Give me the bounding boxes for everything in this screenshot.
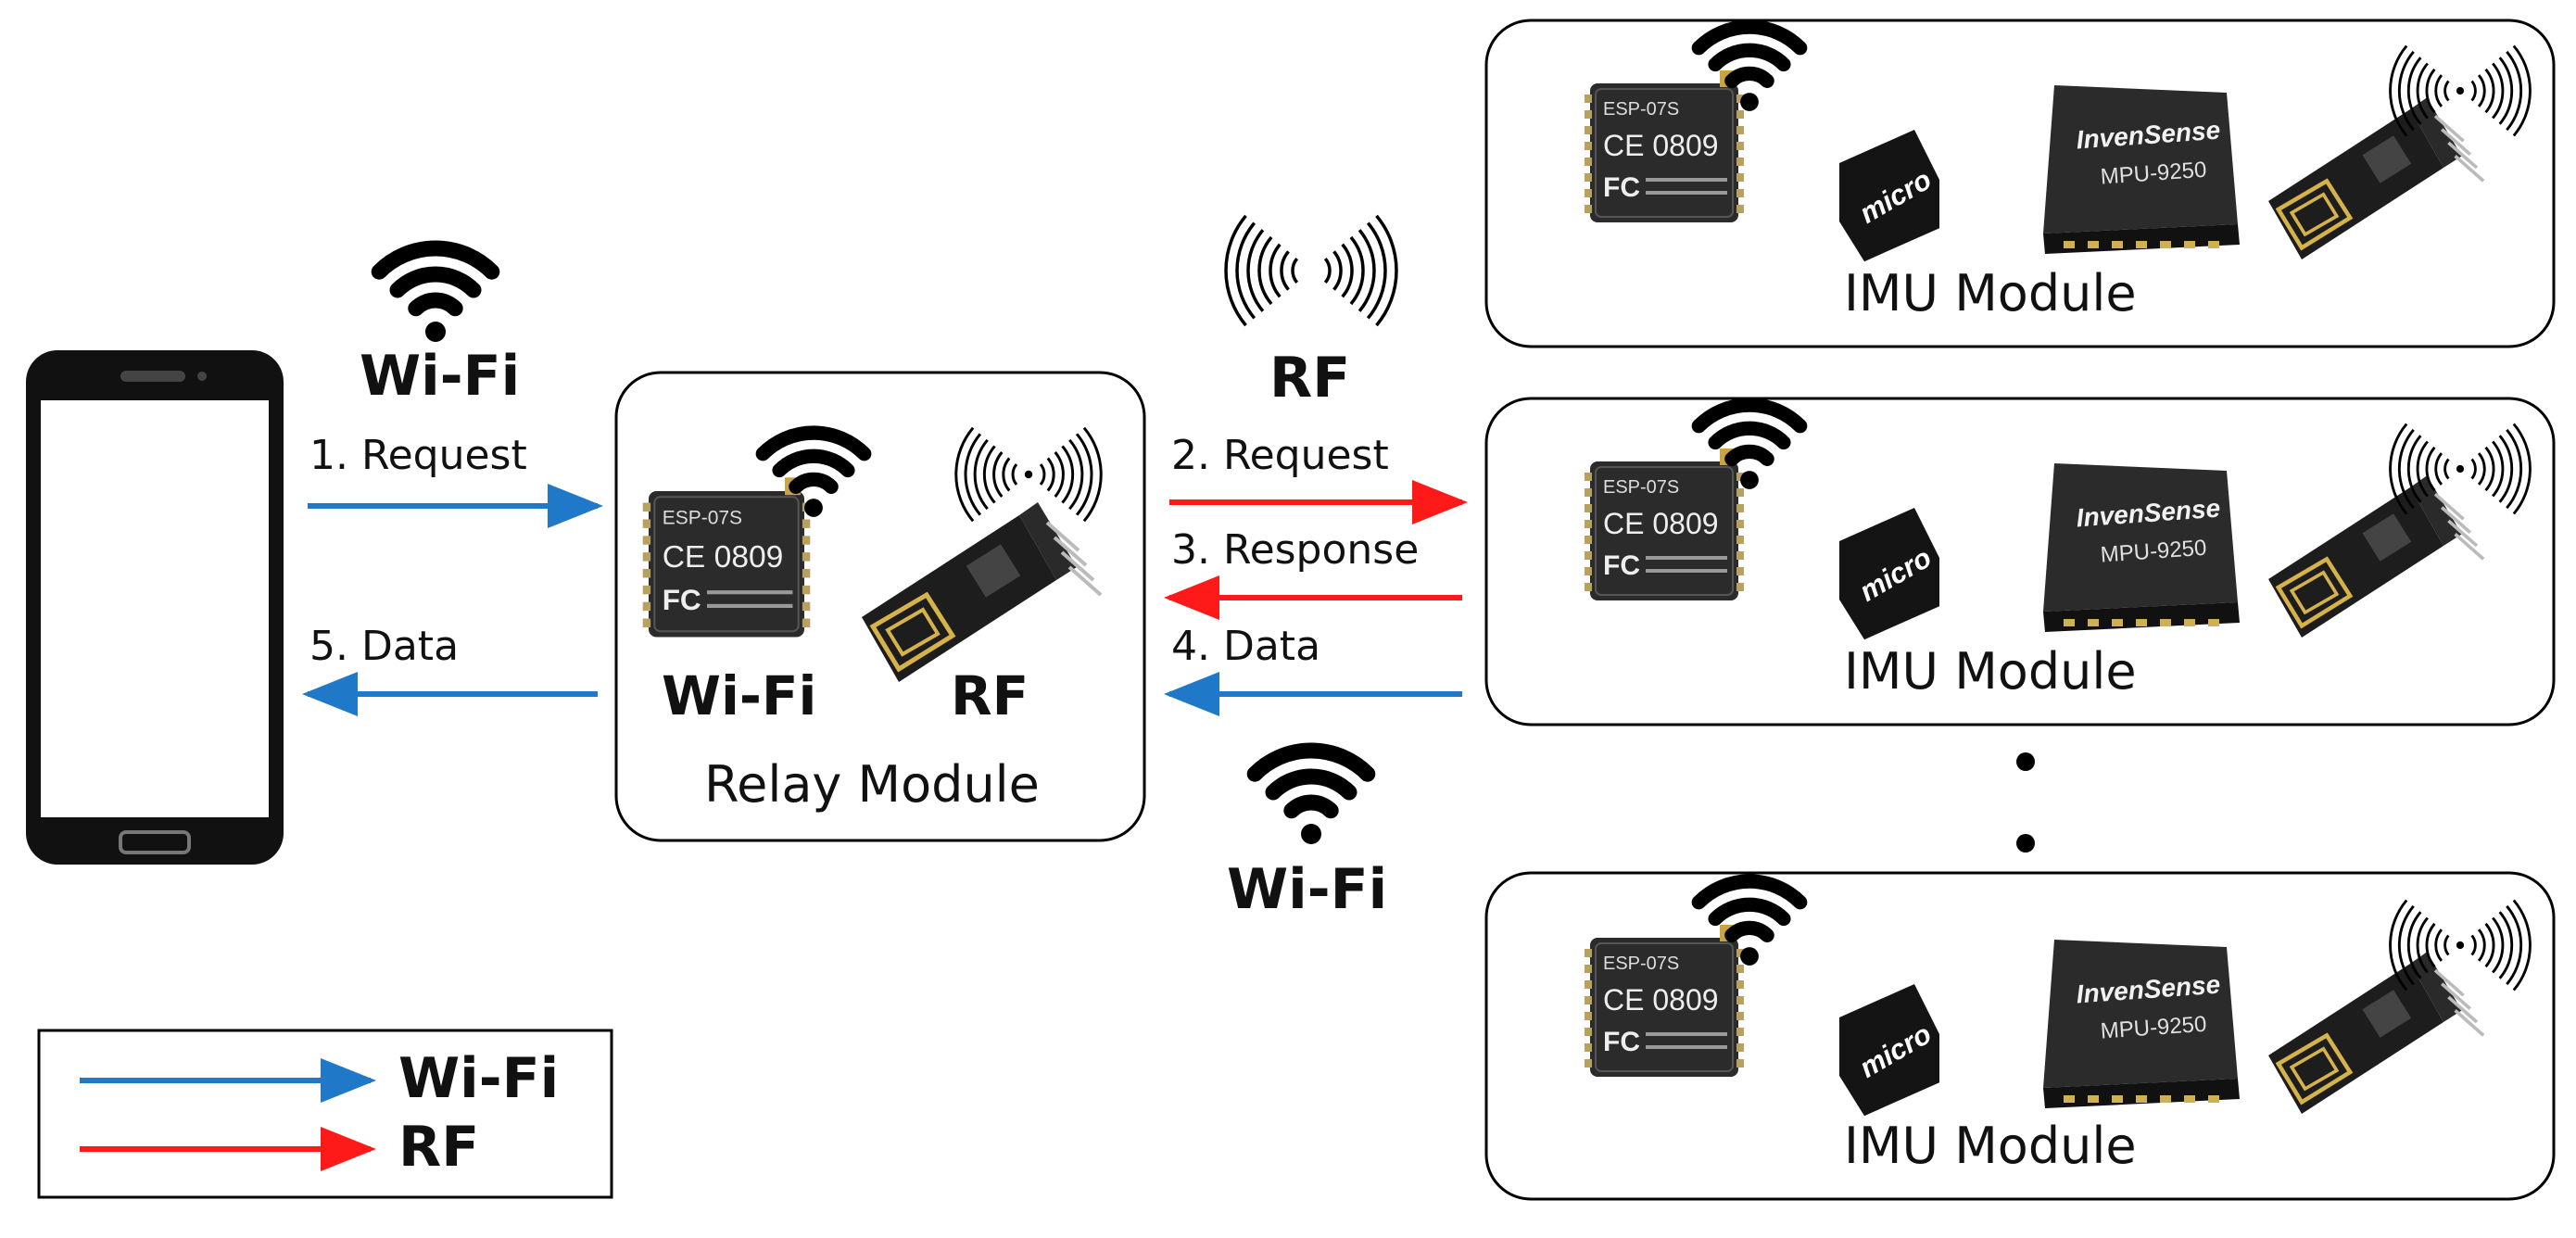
chip-fcc-text: FC bbox=[1603, 1027, 1640, 1057]
chip-model-text: ESP-07S bbox=[1603, 954, 1679, 974]
smartphone-icon bbox=[26, 350, 284, 865]
chip-ce-text: CE 0809 bbox=[1603, 507, 1719, 540]
ellipsis-dot bbox=[2016, 752, 2035, 771]
wifi-icon bbox=[371, 240, 500, 342]
imu-module-title-3: IMU Module bbox=[1844, 1117, 2137, 1175]
legend-rf-label: RF bbox=[398, 1115, 480, 1180]
chip-fcc-text: FC bbox=[663, 583, 701, 616]
imu-module-box-3 bbox=[1484, 871, 2556, 1201]
label-4-data: 4. Data bbox=[1171, 623, 1321, 670]
relay-module-box bbox=[614, 371, 1146, 842]
microsd-card-icon: micro SD bbox=[1839, 130, 1977, 262]
rf-antenna-icon bbox=[2389, 899, 2532, 992]
wifi-icon bbox=[755, 425, 872, 517]
rf-antenna-icon bbox=[2389, 44, 2532, 137]
relay-wifi-label: Wi-Fi bbox=[662, 664, 817, 727]
legend-wifi-label: Wi-Fi bbox=[398, 1046, 560, 1111]
nrf24-rf-module-icon bbox=[862, 502, 1103, 682]
imu-module-title-1: IMU Module bbox=[1844, 264, 2137, 322]
chip-model-text: ESP-07S bbox=[663, 508, 742, 529]
wifi-icon bbox=[1691, 874, 1808, 966]
rf-antenna-icon bbox=[1224, 214, 1398, 327]
imu-module-title-2: IMU Module bbox=[1844, 642, 2137, 701]
label-5-data: 5. Data bbox=[309, 623, 460, 670]
nrf24-rf-module-icon bbox=[2268, 952, 2485, 1114]
chip-ce-text: CE 0809 bbox=[663, 540, 784, 575]
microsd-card-icon: micro SD bbox=[1839, 508, 1977, 640]
left-wifi-label: Wi-Fi bbox=[360, 344, 521, 409]
wifi-icon bbox=[1691, 398, 1808, 489]
label-1-request: 1. Request bbox=[309, 432, 527, 479]
right-rf-label: RF bbox=[1269, 346, 1351, 411]
rf-antenna-icon bbox=[2389, 423, 2532, 515]
ellipsis-dot bbox=[2016, 834, 2035, 853]
relay-rf-label: RF bbox=[951, 664, 1029, 727]
nrf24-rf-module-icon bbox=[2268, 475, 2485, 638]
wifi-icon bbox=[1246, 742, 1376, 844]
wifi-icon bbox=[1691, 19, 1808, 111]
chip-ce-text: CE 0809 bbox=[1603, 129, 1719, 162]
imu-module-box-1 bbox=[1484, 19, 2556, 348]
imu-module-box-2 bbox=[1484, 397, 2556, 726]
rf-antenna-icon bbox=[954, 426, 1103, 523]
chip-model-text: ESP-07S bbox=[1603, 99, 1679, 120]
right-wifi-label: Wi-Fi bbox=[1227, 857, 1388, 922]
microsd-card-icon: micro SD bbox=[1839, 984, 1977, 1117]
nrf24-rf-module-icon bbox=[2268, 97, 2485, 259]
chip-model-text: ESP-07S bbox=[1603, 477, 1679, 498]
label-2-request: 2. Request bbox=[1171, 432, 1389, 479]
label-3-response: 3. Response bbox=[1171, 526, 1420, 574]
chip-fcc-text: FC bbox=[1603, 172, 1640, 203]
chip-fcc-text: FC bbox=[1603, 550, 1640, 581]
relay-module-title: Relay Module bbox=[704, 755, 1040, 814]
chip-ce-text: CE 0809 bbox=[1603, 983, 1719, 1017]
